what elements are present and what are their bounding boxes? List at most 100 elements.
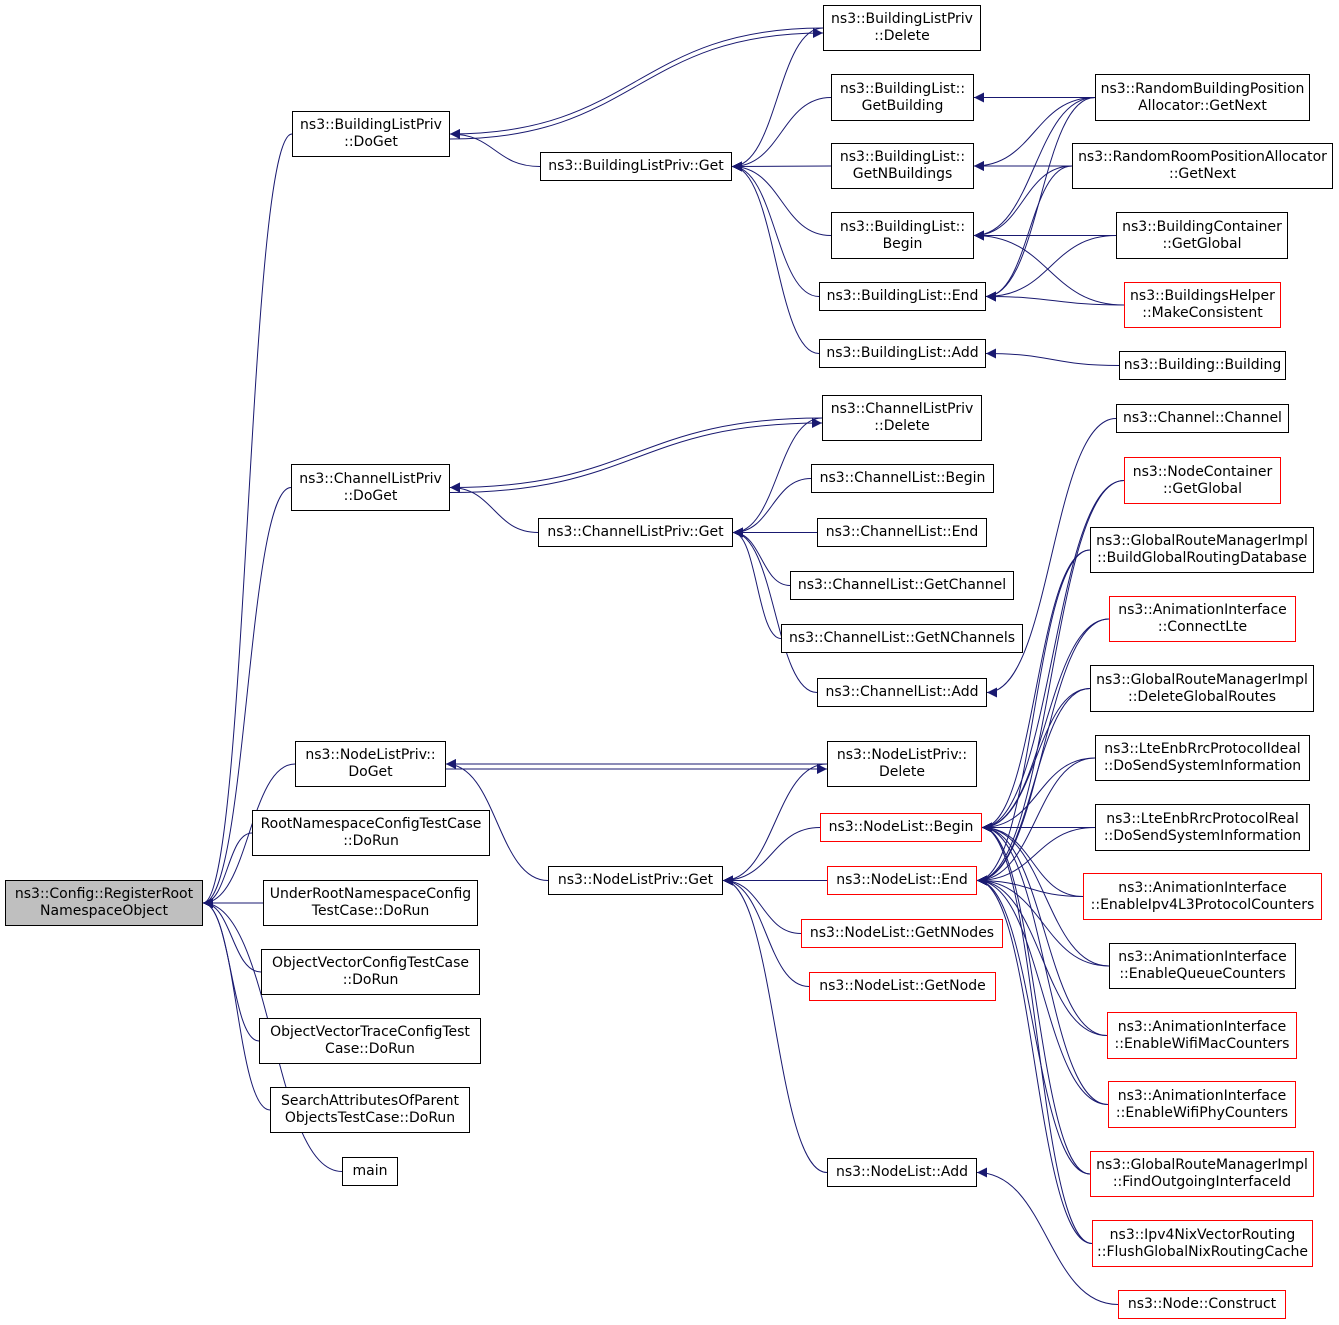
node-buildinglist-getbuilding[interactable]: ns3::BuildingList::GetBuilding (831, 74, 974, 121)
node-channellistpriv-get[interactable]: ns3::ChannelListPriv::Get (538, 518, 733, 547)
node-building-building[interactable]: ns3::Building::Building (1119, 351, 1286, 380)
node-nodelist-getnode[interactable]: ns3::NodeList::GetNode (809, 972, 996, 1001)
call-edge (973, 230, 1125, 306)
call-edge (732, 417, 823, 538)
call-edge (973, 97, 1096, 241)
node-lteenbrrcprotocolreal-dosendsysteminformation[interactable]: ns3::LteEnbRrcProtocolReal::DoSendSystem… (1095, 804, 1310, 851)
call-edge (449, 28, 824, 140)
node-animationinterface-enablewifimaccounters[interactable]: ns3::AnimationInterface::EnableWifiMacCo… (1107, 1012, 1297, 1059)
node-channellist-getchannel[interactable]: ns3::ChannelList::GetChannel (790, 571, 1014, 600)
node-buildinglistpriv-get[interactable]: ns3::BuildingListPriv::Get (540, 152, 732, 181)
node-channel-channel[interactable]: ns3::Channel::Channel (1116, 404, 1289, 433)
node-animationinterface-enablequeuecounters[interactable]: ns3::AnimationInterface::EnableQueueCoun… (1109, 943, 1296, 989)
node-ipv4nixvectorrouting-flushglobalnixroutingcache[interactable]: ns3::Ipv4NixVectorRouting::FlushGlobalNi… (1092, 1220, 1313, 1267)
call-edge (732, 527, 782, 639)
call-edge (202, 898, 262, 973)
node-globalroutemanagerimpl-deleteglobalroutes[interactable]: ns3::GlobalRouteManagerImpl::DeleteGloba… (1090, 665, 1314, 712)
call-edge (981, 822, 1093, 1244)
call-edge (985, 348, 1120, 366)
call-edge (202, 133, 293, 908)
call-edge (985, 97, 1096, 302)
call-edge (976, 549, 1091, 886)
call-edge (722, 827, 821, 886)
node-nodelist-begin[interactable]: ns3::NodeList::Begin (820, 813, 982, 842)
call-edge (731, 27, 824, 172)
call-edge (976, 688, 1091, 886)
call-edge (731, 161, 832, 172)
call-edge (981, 618, 1110, 833)
call-edge (732, 527, 791, 586)
call-edge (202, 487, 292, 908)
node-buildingcontainer-getglobal[interactable]: ns3::BuildingContainer::GetGlobal (1116, 212, 1288, 259)
node-rootnamespaceconfigtestcase-dorun[interactable]: RootNamespaceConfigTestCase::DoRun (252, 810, 490, 856)
call-edge (449, 417, 823, 493)
node-buildinglist-getnbuildings[interactable]: ns3::BuildingList::GetNBuildings (831, 143, 974, 189)
node-globalroutemanagerimpl-buildglobalroutingdatabase[interactable]: ns3::GlobalRouteManagerImpl::BuildGlobal… (1090, 527, 1314, 573)
call-edge (722, 763, 828, 886)
call-edge (976, 875, 1110, 967)
call-edge (981, 822, 1108, 1036)
call-edge (722, 875, 810, 987)
node-lteenbrrcprotocolideal-dosendsysteminformation[interactable]: ns3::LteEnbRrcProtocolIdeal::DoSendSyste… (1095, 735, 1310, 781)
call-edge (981, 822, 1091, 1175)
call-edge (985, 291, 1125, 306)
call-edge (976, 757, 1096, 886)
call-edge (202, 832, 253, 908)
node-animationinterface-enablewifiphycounters[interactable]: ns3::AnimationInterface::EnableWifiPhyCo… (1108, 1081, 1296, 1128)
call-edge (202, 898, 271, 1111)
node-nodelist-getnnodes[interactable]: ns3::NodeList::GetNNodes (801, 919, 1003, 948)
node-buildinglist-end[interactable]: ns3::BuildingList::End (819, 282, 986, 311)
call-edge (449, 27, 824, 139)
call-edge (722, 875, 828, 1173)
call-edge (732, 527, 818, 693)
call-edge (731, 161, 832, 236)
node-animationinterface-enableipv4l3protocolcounters[interactable]: ns3::AnimationInterface::EnableIpv4L3Pro… (1083, 873, 1322, 920)
call-edge (976, 1167, 1119, 1305)
node-nodelistpriv-get[interactable]: ns3::NodeListPriv::Get (548, 866, 723, 895)
node-nodelistpriv-delete[interactable]: ns3::NodeListPriv::Delete (827, 741, 977, 787)
node-buildingshelper-makeconsistent[interactable]: ns3::BuildingsHelper::MakeConsistent (1124, 282, 1281, 328)
node-buildinglist-add[interactable]: ns3::BuildingList::Add (819, 339, 986, 368)
call-edge (976, 875, 1084, 897)
call-edge (976, 875, 1093, 1244)
node-nodelist-add[interactable]: ns3::NodeList::Add (827, 1158, 977, 1187)
call-edge (985, 235, 1117, 302)
call-edge (981, 822, 1110, 967)
node-globalroutemanagerimpl-findoutgoinginterfaceid[interactable]: ns3::GlobalRouteManagerImpl::FindOutgoin… (1090, 1151, 1314, 1197)
call-edge (985, 165, 1073, 302)
node-channellist-add[interactable]: ns3::ChannelList::Add (817, 678, 987, 707)
node-nodecontainer-getglobal[interactable]: ns3::NodeContainer::GetGlobal (1124, 457, 1281, 504)
call-edge (731, 161, 820, 354)
node-nodelistpriv-doget[interactable]: ns3::NodeListPriv::DoGet (295, 741, 446, 787)
node-channellistpriv-delete[interactable]: ns3::ChannelListPriv::Delete (822, 395, 982, 441)
call-edge (722, 875, 802, 934)
node-buildinglistpriv-doget[interactable]: ns3::BuildingListPriv::DoGet (292, 111, 450, 157)
call-edge (976, 875, 1091, 1175)
node-animationinterface-connectlte[interactable]: ns3::AnimationInterface::ConnectLte (1109, 596, 1296, 642)
node-node-construct[interactable]: ns3::Node::Construct (1118, 1290, 1286, 1319)
node-buildinglistpriv-delete[interactable]: ns3::BuildingListPriv::Delete (823, 5, 981, 51)
call-edge (973, 165, 1073, 241)
call-edge (732, 478, 812, 538)
call-edge (981, 757, 1096, 833)
node-buildinglist-begin[interactable]: ns3::BuildingList::Begin (831, 212, 974, 259)
node-channellist-begin[interactable]: ns3::ChannelList::Begin (811, 464, 994, 493)
call-edge (973, 97, 1096, 171)
call-edge (981, 480, 1125, 833)
node-channellistpriv-doget[interactable]: ns3::ChannelListPriv::DoGet (291, 464, 450, 511)
node-main[interactable]: main (342, 1157, 398, 1186)
call-edge (731, 161, 820, 297)
call-edge (976, 875, 1109, 1105)
node-nodelist-end[interactable]: ns3::NodeList::End (827, 866, 977, 895)
call-edge (976, 480, 1125, 886)
node-randomroompositionallocator-getnext[interactable]: ns3::RandomRoomPositionAllocator::GetNex… (1072, 143, 1333, 189)
node-objectvectorconfigtestcase-dorun[interactable]: ObjectVectorConfigTestCase::DoRun (261, 949, 480, 995)
node-channellist-getnchannels[interactable]: ns3::ChannelList::GetNChannels (781, 624, 1023, 653)
node-channellist-end[interactable]: ns3::ChannelList::End (817, 518, 987, 547)
